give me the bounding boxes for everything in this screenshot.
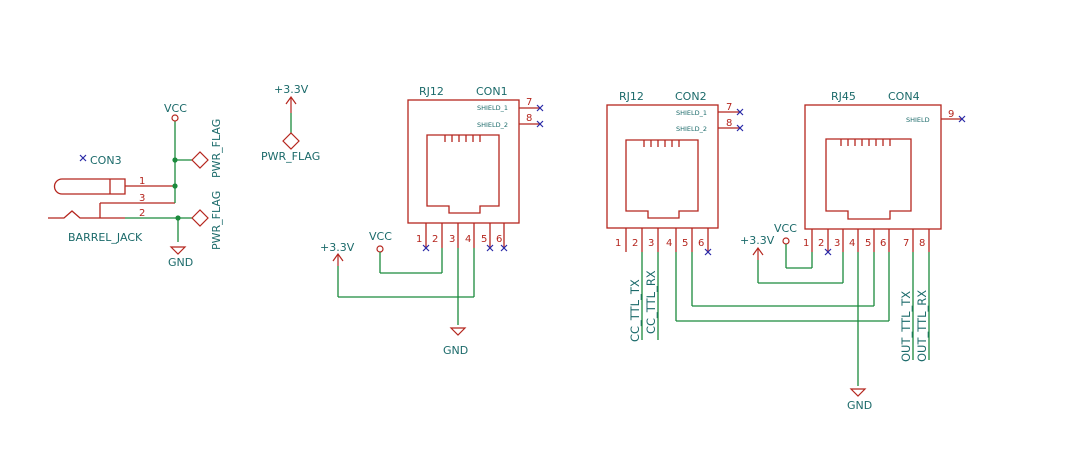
con4-pin1-number: 1 <box>803 238 809 249</box>
con1-gnd-label: GND <box>443 344 468 357</box>
con1-pin7-noconnect-icon <box>536 104 544 112</box>
con3-ref-noconnect-icon <box>79 154 87 162</box>
con4-pin3-number: 3 <box>834 238 840 249</box>
con4-gnd-label: GND <box>847 399 872 412</box>
con1-pin5-number: 5 <box>481 234 487 245</box>
con4-value: RJ45 <box>831 90 856 103</box>
con2-pin3-number: 3 <box>648 238 654 249</box>
con1-vcc-label: VCC <box>369 230 392 243</box>
barrel-jack-sleeve <box>48 210 125 219</box>
con1-value: RJ12 <box>419 85 444 98</box>
con1-bottom-pins <box>425 223 505 248</box>
barrel-pin1-number: 1 <box>139 176 145 187</box>
con1-pin8-noconnect-icon <box>536 120 544 128</box>
con4-pin8-number: 8 <box>919 238 925 249</box>
con2-pin7-noconnect-icon <box>736 108 744 116</box>
barrel-jack-body <box>53 178 126 195</box>
standalone-rail-label: +3.3V <box>274 83 309 96</box>
con1-pin7-number: 7 <box>526 97 532 108</box>
con1-reference: CON1 <box>476 85 508 98</box>
con1-pin3-number: 3 <box>449 234 455 245</box>
con2-shield2-label: SHIELD_2 <box>676 125 707 133</box>
junction-dot <box>175 215 181 221</box>
con4-tx-net-label: OUT_TTL_TX <box>899 291 913 362</box>
pwr-flag-b-symbol[interactable] <box>191 209 209 227</box>
con2-pin6-noconnect-icon <box>704 248 712 256</box>
con2-pin8-noconnect-icon <box>736 124 744 132</box>
con4-jack-outline <box>825 138 912 220</box>
con4-pin7-number: 7 <box>903 238 909 249</box>
con1-contacts <box>444 135 481 142</box>
con2-contacts <box>643 140 680 147</box>
con4-pin9-number: 9 <box>948 109 954 120</box>
junction-dot <box>172 183 178 189</box>
barrel-jack-value: BARREL_JACK <box>68 231 143 244</box>
con1-pin1-number: 1 <box>416 234 422 245</box>
con1-body[interactable] <box>407 99 520 224</box>
con1-pin6-number: 6 <box>496 234 502 245</box>
con2-pin2-number: 2 <box>632 238 638 249</box>
barrel-pin2-number: 2 <box>139 208 145 219</box>
con2-pin6-number: 6 <box>698 238 704 249</box>
con1-pin5-noconnect-icon <box>486 244 494 252</box>
con2-pin8-number: 8 <box>726 118 732 129</box>
con4-rail-label: +3.3V <box>740 234 775 247</box>
con1-shield1-label: SHIELD_1 <box>477 104 508 112</box>
con4-rx-net-label: OUT_TTL_RX <box>915 290 929 362</box>
con2-pin4-number: 4 <box>666 238 672 249</box>
con4-vcc-symbol[interactable] <box>782 237 790 245</box>
con1-jack-outline <box>426 134 500 214</box>
gnd-power-symbol[interactable] <box>169 246 187 255</box>
con4-pin2-noconnect-icon <box>824 248 832 256</box>
con4-body[interactable] <box>804 104 942 230</box>
con4-pin2-number: 2 <box>818 238 824 249</box>
barrel-jack-symbol[interactable] <box>48 178 126 219</box>
con2-bottom-pins <box>625 228 709 252</box>
barrel-vcc-label: VCC <box>164 102 187 115</box>
junction-dot <box>172 157 178 163</box>
con1-pin1-noconnect-icon <box>422 244 430 252</box>
standalone-pwr-flag-symbol[interactable] <box>282 132 300 150</box>
con4-reference: CON4 <box>888 90 920 103</box>
con2-tx-net-label: CC_TTL_TX <box>628 279 642 342</box>
con3-reference: CON3 <box>90 154 122 167</box>
con2-rx-net-label: CC_TTL_RX <box>644 270 658 334</box>
con1-pin2-number: 2 <box>432 234 438 245</box>
con1-shield2-label: SHIELD_2 <box>477 121 508 129</box>
con4-contacts <box>840 139 891 146</box>
barrel-gnd-label: GND <box>168 256 193 269</box>
con4-pin9-noconnect-icon <box>958 115 966 123</box>
con1-pin6-noconnect-icon <box>500 244 508 252</box>
con1-pin4-number: 4 <box>465 234 471 245</box>
barrel-pin3-number: 3 <box>139 193 145 204</box>
con2-pin1-number: 1 <box>615 238 621 249</box>
con2-pin7-number: 7 <box>726 102 732 113</box>
con1-vcc-symbol[interactable] <box>376 245 384 253</box>
con2-reference: CON2 <box>675 90 707 103</box>
con4-vcc-label: VCC <box>774 222 797 235</box>
pwr-flag-a-label: PWR_FLAG <box>210 119 223 178</box>
con4-gnd-symbol[interactable] <box>849 388 867 397</box>
con1-rail-label: +3.3V <box>320 241 355 254</box>
con4-rail-arrow-icon[interactable] <box>752 246 764 260</box>
con1-gnd-symbol[interactable] <box>449 327 467 336</box>
con2-jack-outline <box>625 139 699 219</box>
con1-rail-arrow-icon[interactable] <box>332 252 344 266</box>
con4-pin4-number: 4 <box>849 238 855 249</box>
con4-bottom-pins <box>811 229 930 252</box>
con2-pin5-number: 5 <box>682 238 688 249</box>
vcc-power-symbol[interactable] <box>171 114 179 122</box>
standalone-flag-label: PWR_FLAG <box>261 150 320 163</box>
con2-value: RJ12 <box>619 90 644 103</box>
pwr-flag-a-symbol[interactable] <box>191 151 209 169</box>
con4-shield-label: SHIELD <box>906 116 930 124</box>
pwr-flag-b-label: PWR_FLAG <box>210 191 223 250</box>
con4-pin5-number: 5 <box>865 238 871 249</box>
con1-pin8-number: 8 <box>526 113 532 124</box>
con2-shield1-label: SHIELD_1 <box>676 109 707 117</box>
con2-body[interactable] <box>606 104 719 229</box>
standalone-rail-arrow-icon[interactable] <box>285 95 297 113</box>
con4-pin6-number: 6 <box>880 238 886 249</box>
